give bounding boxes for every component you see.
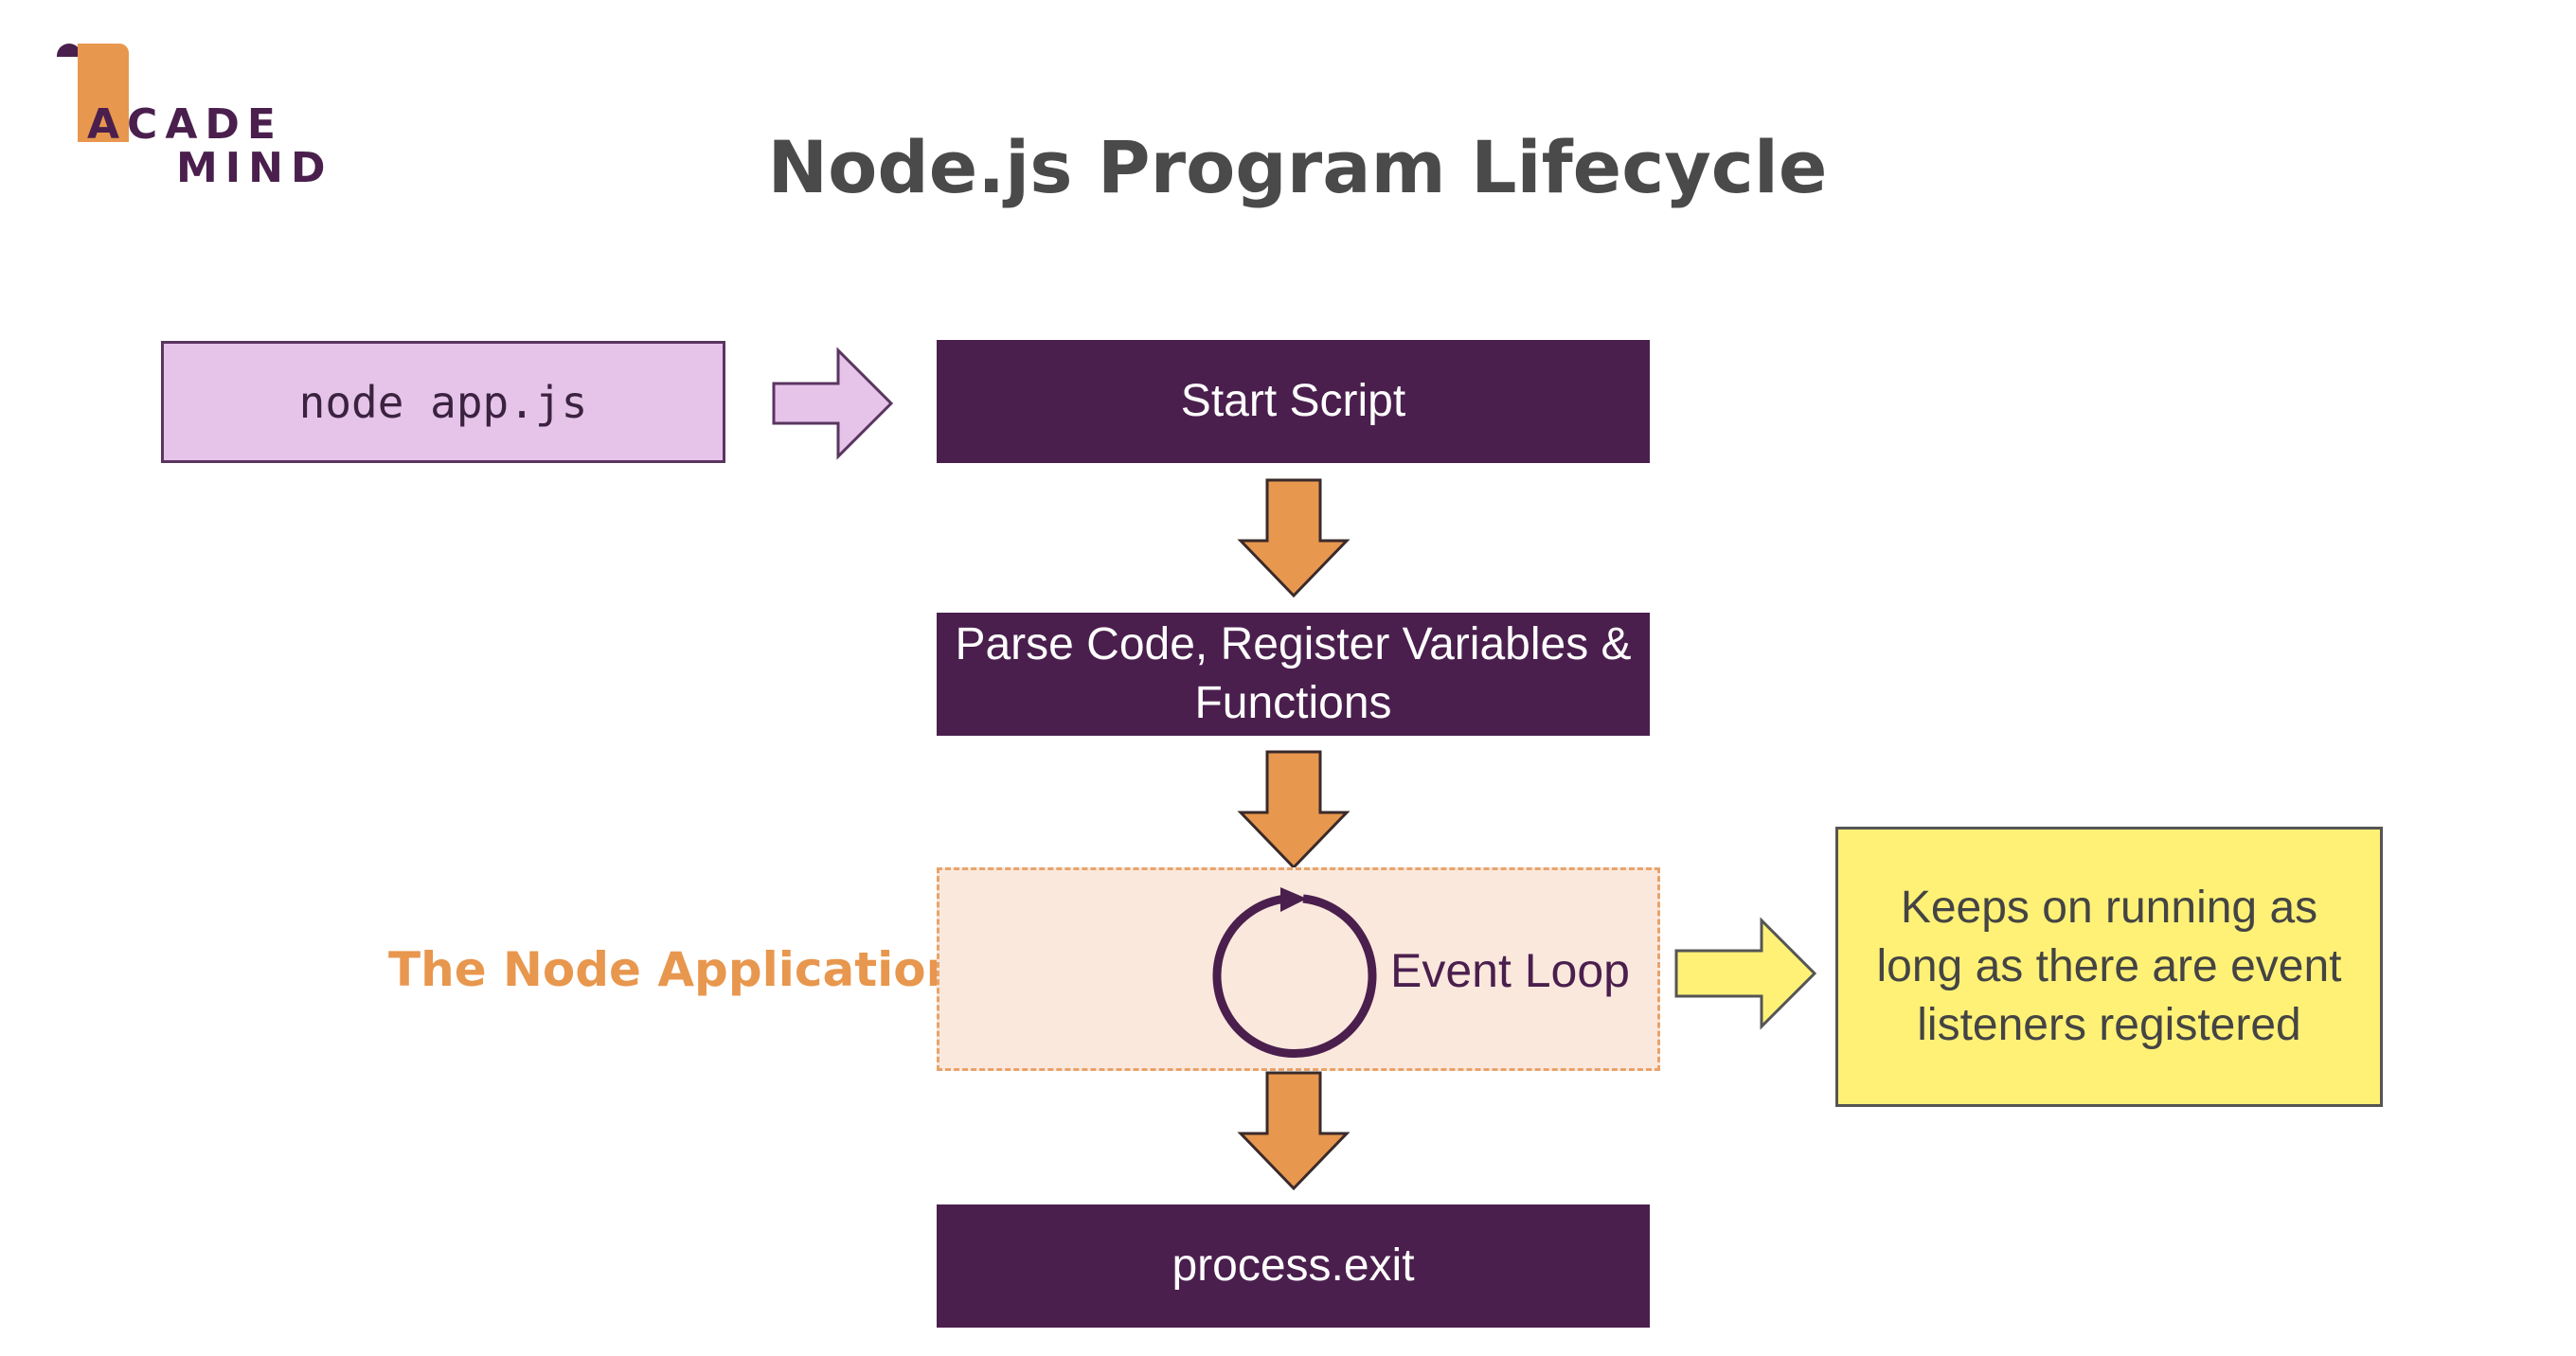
note-box: Keeps on running as long as there are ev… [1835, 827, 2383, 1107]
step-parse-code: Parse Code, Register Variables & Functio… [937, 613, 1650, 736]
arrow-right-icon [1674, 917, 1817, 1030]
arrow-down-icon [1237, 478, 1351, 598]
event-loop-label: Event Loop [1390, 944, 1630, 997]
logo-cap [57, 44, 81, 57]
logo-line2: MIND [176, 144, 333, 192]
page-title: Node.js Program Lifecycle [767, 125, 1828, 209]
logo-line1: ACADE [87, 100, 283, 149]
node-application-label: The Node Application [388, 942, 960, 997]
command-box: node app.js [161, 341, 725, 463]
logo-ribbon [78, 44, 129, 142]
arrow-down-icon [1237, 750, 1351, 870]
step-process-exit: process.exit [937, 1204, 1650, 1328]
step-start-script: Start Script [937, 340, 1650, 463]
arrow-right-icon [772, 347, 894, 460]
arrow-down-icon [1237, 1071, 1351, 1191]
cycle-icon [1212, 887, 1377, 1058]
